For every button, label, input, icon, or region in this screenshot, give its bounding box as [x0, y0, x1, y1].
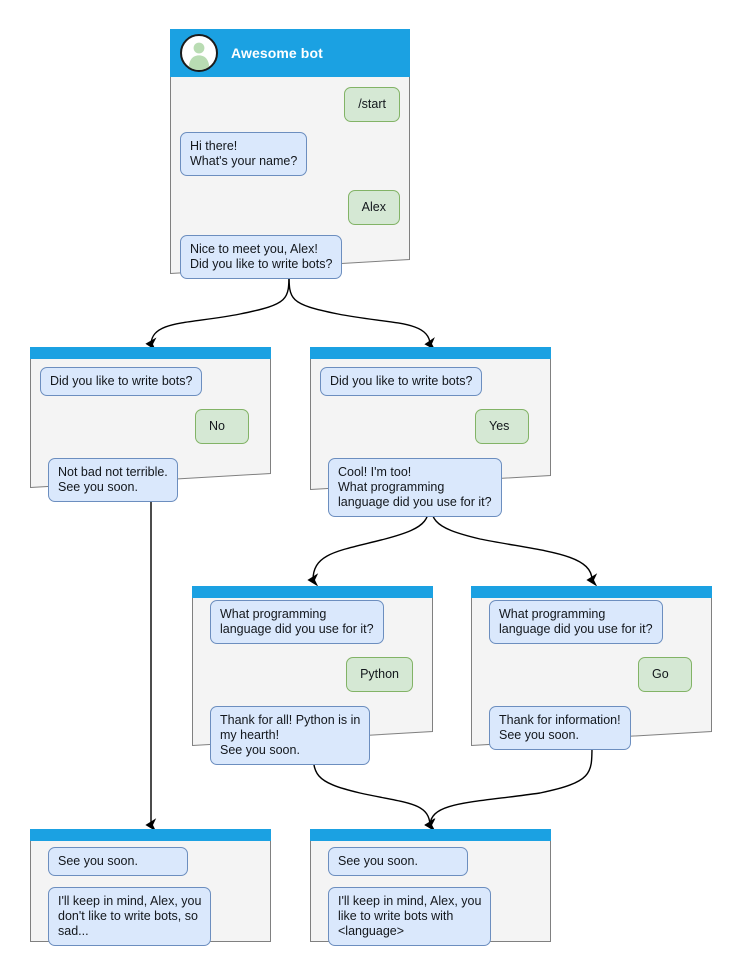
user-bubble-yes[interactable]: Yes — [475, 409, 529, 444]
message-row: Go — [481, 657, 702, 692]
card-answer-yes[interactable]: Did you like to write bots? Yes Cool! I'… — [310, 347, 551, 517]
card-title-start: Awesome bot — [231, 45, 323, 61]
message-row: Not bad not terrible. See you soon. — [40, 458, 261, 502]
message-row: No — [40, 409, 261, 444]
user-bubble-name[interactable]: Alex — [347, 190, 400, 225]
bot-bubble-question: Did you like to write bots? — [40, 367, 203, 396]
card-language-python[interactable]: What programming language did you use fo… — [192, 586, 433, 765]
card-body-end-sad: See you soon. I'll keep in mind, Alex, y… — [30, 841, 271, 956]
message-row: Thank for information! See you soon. — [481, 706, 702, 750]
message-row: Alex — [180, 190, 400, 225]
card-body-answer-no: Did you like to write bots? No Not bad n… — [30, 359, 271, 512]
message-row: I'll keep in mind, Alex, you like to wri… — [320, 887, 541, 946]
card-body-answer-yes: Did you like to write bots? Yes Cool! I'… — [310, 359, 551, 527]
card-start[interactable]: Awesome bot /start Hi there! What's your… — [170, 29, 410, 279]
message-row: Did you like to write bots? — [320, 367, 541, 396]
message-row: What programming language did you use fo… — [202, 600, 423, 644]
card-body-language-go: What programming language did you use fo… — [471, 598, 712, 760]
message-row: Thank for all! Python is in my hearth! S… — [202, 706, 423, 765]
card-header-answer-no — [30, 347, 271, 359]
message-row: /start — [180, 87, 400, 122]
card-body-end-happy: See you soon. I'll keep in mind, Alex, y… — [310, 841, 551, 956]
card-language-go[interactable]: What programming language did you use fo… — [471, 586, 712, 750]
message-row: I'll keep in mind, Alex, you don't like … — [40, 887, 261, 946]
bot-bubble-thanks-python: Thank for all! Python is in my hearth! S… — [210, 706, 371, 765]
card-header-end-happy — [310, 829, 551, 841]
user-bubble-start-command[interactable]: /start — [344, 87, 400, 122]
message-row: Hi there! What's your name? — [180, 132, 400, 176]
bot-bubble-keep-in-mind-happy: I'll keep in mind, Alex, you like to wri… — [328, 887, 492, 946]
card-header-start: Awesome bot — [170, 29, 410, 77]
bot-bubble-nice-to-meet: Nice to meet you, Alex! Did you like to … — [180, 235, 343, 279]
message-row: What programming language did you use fo… — [481, 600, 702, 644]
message-row: See you soon. — [40, 847, 261, 876]
card-answer-no[interactable]: Did you like to write bots? No Not bad n… — [30, 347, 271, 502]
card-header-language-python — [192, 586, 433, 598]
message-row: Cool! I'm too! What programming language… — [320, 458, 541, 517]
card-end-happy[interactable]: See you soon. I'll keep in mind, Alex, y… — [310, 829, 551, 946]
bot-bubble-thanks-info: Thank for information! See you soon. — [489, 706, 631, 750]
bot-bubble-question: Did you like to write bots? — [320, 367, 483, 396]
card-header-end-sad — [30, 829, 271, 841]
card-body-start: /start Hi there! What's your name? Alex … — [170, 77, 410, 289]
user-bubble-python[interactable]: Python — [346, 657, 413, 692]
message-row: Yes — [320, 409, 541, 444]
message-row: Did you like to write bots? — [40, 367, 261, 396]
user-bubble-no[interactable]: No — [195, 409, 249, 444]
bot-bubble-farewell: Not bad not terrible. See you soon. — [48, 458, 178, 502]
bot-bubble-see-you-soon: See you soon. — [48, 847, 188, 876]
card-body-language-python: What programming language did you use fo… — [192, 598, 433, 775]
bot-bubble-keep-in-mind-sad: I'll keep in mind, Alex, you don't like … — [48, 887, 212, 946]
user-bubble-go[interactable]: Go — [638, 657, 692, 692]
bot-bubble-cool-question: Cool! I'm too! What programming language… — [328, 458, 502, 517]
card-header-language-go — [471, 586, 712, 598]
card-end-sad[interactable]: See you soon. I'll keep in mind, Alex, y… — [30, 829, 271, 946]
bot-bubble-language-question: What programming language did you use fo… — [210, 600, 384, 644]
bot-bubble-greeting: Hi there! What's your name? — [180, 132, 308, 176]
message-row: See you soon. — [320, 847, 541, 876]
message-row: Python — [202, 657, 423, 692]
message-row: Nice to meet you, Alex! Did you like to … — [180, 235, 400, 279]
bot-bubble-see-you-soon: See you soon. — [328, 847, 468, 876]
card-header-answer-yes — [310, 347, 551, 359]
person-avatar-icon — [180, 34, 218, 72]
bot-bubble-language-question: What programming language did you use fo… — [489, 600, 663, 644]
